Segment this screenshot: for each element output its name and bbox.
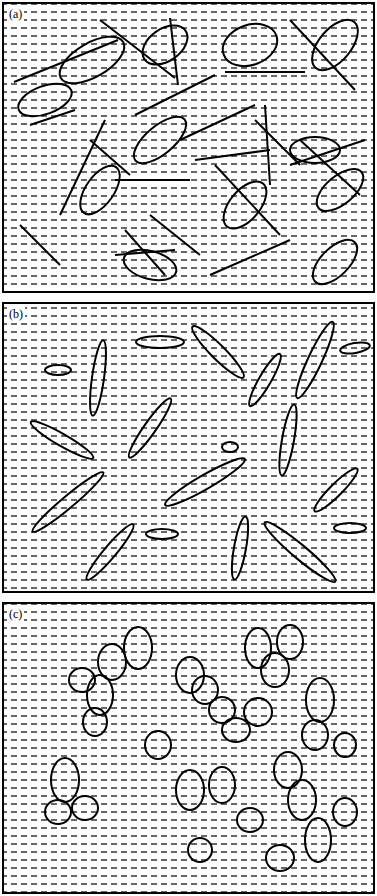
ellipsoid-particle	[72, 796, 98, 820]
fibre-ellipse	[135, 18, 194, 73]
fibre-line	[135, 75, 215, 115]
ellipsoid-particle	[244, 698, 272, 726]
rod-particle	[146, 529, 178, 539]
ellipsoid-particle	[288, 780, 316, 820]
rod-particle	[45, 365, 71, 375]
figure-panel: (a)	[2, 2, 375, 293]
rod-particle	[87, 340, 109, 417]
ellipsoid-particle	[245, 628, 271, 668]
fibre-line	[265, 105, 270, 185]
ellipsoid-particle	[277, 625, 303, 659]
fibre-ellipse	[216, 174, 275, 236]
ellipsoid-particle	[333, 798, 357, 826]
fibre-line	[180, 105, 255, 140]
fibre-line	[60, 120, 105, 215]
fibre-line	[170, 18, 178, 85]
fibre-line	[300, 140, 360, 195]
rod-particle	[222, 442, 238, 452]
rod-particle	[124, 395, 175, 461]
rod-particle	[29, 468, 107, 536]
fibre-ellipse	[310, 161, 371, 218]
fibre-line	[100, 20, 175, 78]
fibre-ellipse	[126, 109, 193, 172]
ellipsoid-particle	[176, 770, 204, 810]
ellipsoid-particle	[334, 733, 356, 757]
ellipsoid-particle	[69, 668, 95, 692]
fibre-ellipse	[303, 12, 366, 79]
ellipsoid-particle	[222, 718, 250, 742]
fibre-line	[225, 71, 305, 73]
ellipsoid-particle	[145, 731, 171, 759]
fibre-line	[210, 240, 290, 275]
panel-label: (b)	[7, 307, 25, 321]
ellipsoid-particle	[83, 708, 107, 736]
fibre-ellipse	[290, 137, 340, 163]
ellipsoid-particle	[51, 758, 79, 802]
fibre-ellipse	[120, 244, 179, 285]
ellipsoid-particle	[266, 845, 294, 871]
ellipsoid-particle	[209, 767, 235, 803]
fibre-ellipse	[217, 17, 283, 74]
ellipsoid-particle	[176, 657, 204, 693]
fibre-ellipse	[14, 77, 76, 122]
fibre-line	[195, 150, 270, 160]
rod-particle	[28, 417, 96, 463]
rod-particle	[82, 521, 137, 584]
rod-particle	[334, 523, 366, 533]
ellipsoid-particle	[302, 720, 328, 750]
rod-particle	[339, 340, 370, 355]
rod-particle	[162, 453, 249, 511]
fibre-ellipse	[72, 159, 127, 221]
figure-panel: (c)	[2, 602, 375, 894]
fibre-ellipse	[52, 27, 131, 92]
panel-label: (c)	[7, 607, 24, 621]
fibre-line	[20, 225, 60, 265]
ellipsoid-particle	[188, 838, 212, 862]
fibre-line	[90, 140, 130, 175]
ellipsoid-particle	[306, 678, 334, 722]
fibre-line	[150, 215, 200, 255]
fibre-ellipse	[305, 232, 364, 291]
rod-particle	[188, 322, 249, 383]
rod-particle	[229, 515, 252, 580]
rod-particle	[136, 336, 184, 348]
rod-particle	[245, 351, 285, 409]
ellipsoid-particle	[237, 808, 263, 832]
figure-panel: (b)	[2, 302, 375, 593]
rod-particle	[260, 517, 339, 587]
ellipsoid-particle	[45, 800, 71, 824]
ellipsoid-particle	[274, 752, 302, 788]
rod-particle	[276, 404, 300, 477]
fibre-line	[115, 179, 190, 181]
panel-label: (a)	[7, 7, 24, 21]
fibre-line	[290, 20, 355, 90]
ellipsoid-particle	[305, 818, 331, 862]
rod-particle	[291, 319, 339, 401]
rod-particle	[311, 465, 362, 516]
ellipsoid-particle	[124, 627, 152, 669]
